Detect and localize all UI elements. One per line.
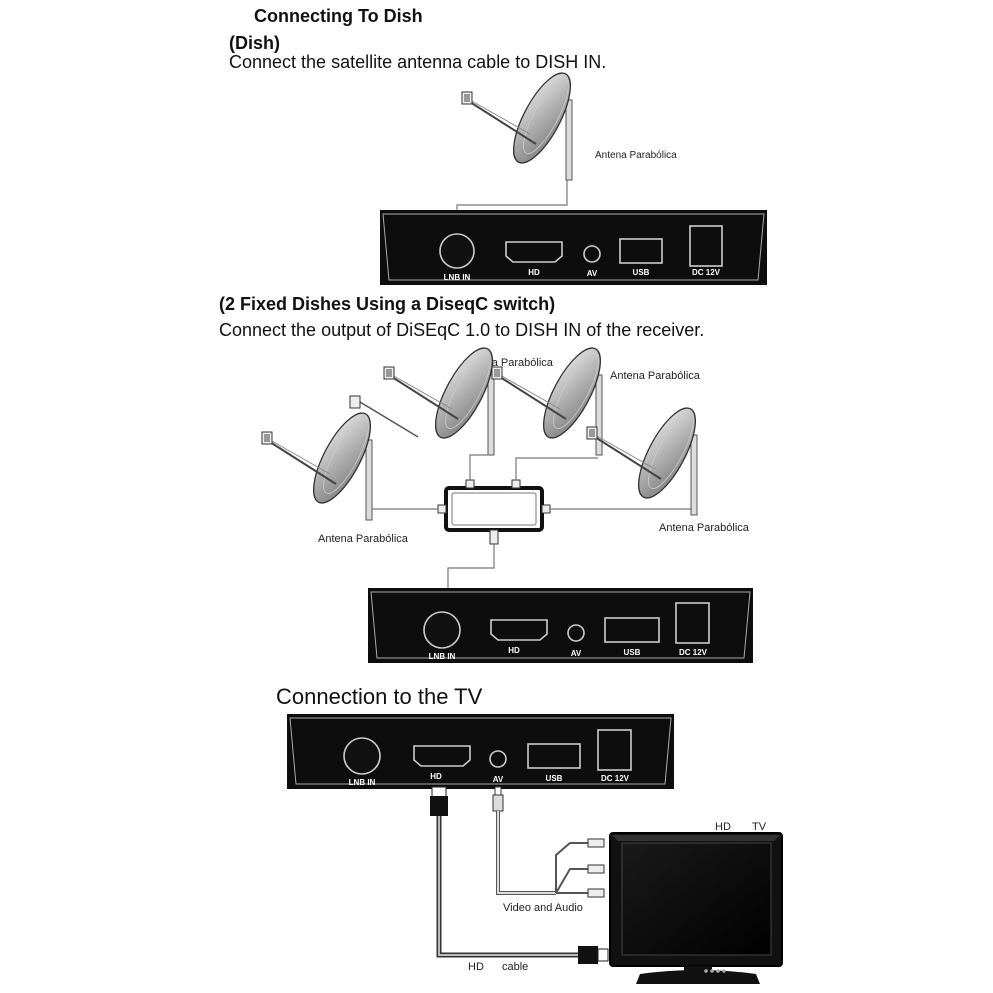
av-label-2: AV xyxy=(571,649,582,658)
dc-port-3 xyxy=(597,729,632,771)
tv-label-hd: HD xyxy=(715,821,731,833)
antenna-label-1: Antena Parabólica xyxy=(595,150,677,161)
lnb-in-port-1 xyxy=(439,233,475,269)
av-label-1: AV xyxy=(587,269,598,278)
av-port-1 xyxy=(583,245,601,263)
video-audio-label: Video and Audio xyxy=(503,902,583,914)
tv-monitor xyxy=(609,832,783,984)
section1-dish xyxy=(461,64,583,181)
hd-port-2 xyxy=(490,619,548,641)
antenna-label-2a: Antena Parabólica xyxy=(463,357,553,369)
lnb-label-2: LNB IN xyxy=(429,652,456,661)
hd-label-2: HD xyxy=(508,646,520,655)
lnb-in-port-2 xyxy=(423,611,461,649)
dc-label-2: DC 12V xyxy=(679,648,708,657)
section3-title: Connection to the TV xyxy=(276,684,483,709)
receiver-3: LNB IN HD AV USB DC 12V xyxy=(287,714,674,789)
dc-port-2 xyxy=(675,602,710,644)
av-cable xyxy=(492,786,605,898)
section1-instruction: Connect the satellite antenna cable to D… xyxy=(229,52,607,72)
dc-port-1 xyxy=(689,225,723,267)
antenna-label-2c: Antena Parabólica xyxy=(318,533,408,545)
usb-port-3 xyxy=(527,743,581,769)
lnb-label-1: LNB IN xyxy=(444,273,471,282)
section2-lnb-pole xyxy=(349,395,419,438)
av-port-3 xyxy=(489,750,507,768)
section1-subtitle: (Dish) xyxy=(229,33,280,53)
section1-title: Connecting To Dish xyxy=(254,6,423,26)
usb-label-1: USB xyxy=(633,268,650,277)
hd-cable xyxy=(430,786,609,964)
antenna-label-2d: Antena Parabólica xyxy=(659,522,749,534)
lnb-in-port-3 xyxy=(343,737,381,775)
diseqc-switch xyxy=(437,479,551,545)
hd-label-1: HD xyxy=(528,268,540,277)
usb-port-1 xyxy=(619,238,663,264)
tv-label-tv: TV xyxy=(752,821,767,833)
hd-cable-label-hd: HD xyxy=(468,961,484,973)
usb-label-2: USB xyxy=(624,648,641,657)
antenna-label-2b: Antena Parabólica xyxy=(610,370,700,382)
hd-port-1 xyxy=(505,241,563,263)
usb-label-3: USB xyxy=(546,774,563,783)
section2-instruction: Connect the output of DiSEqC 1.0 to DISH… xyxy=(219,320,705,340)
lnb-label-3: LNB IN xyxy=(349,778,376,787)
receiver-2: LNB IN HD AV USB DC 12V xyxy=(368,588,753,663)
hd-label-3: HD xyxy=(430,772,442,781)
dc-label-3: DC 12V xyxy=(601,774,630,783)
dc-label-1: DC 12V xyxy=(692,268,721,277)
section2-title: (2 Fixed Dishes Using a DiseqC switch) xyxy=(219,294,556,314)
receiver-1: LNB IN HD AV USB DC 12V xyxy=(380,210,767,285)
usb-port-2 xyxy=(604,617,660,643)
av-port-2 xyxy=(567,624,585,642)
hd-port-3 xyxy=(413,745,471,767)
av-label-3: AV xyxy=(493,775,504,784)
hd-cable-label-cable: cable xyxy=(502,961,529,973)
